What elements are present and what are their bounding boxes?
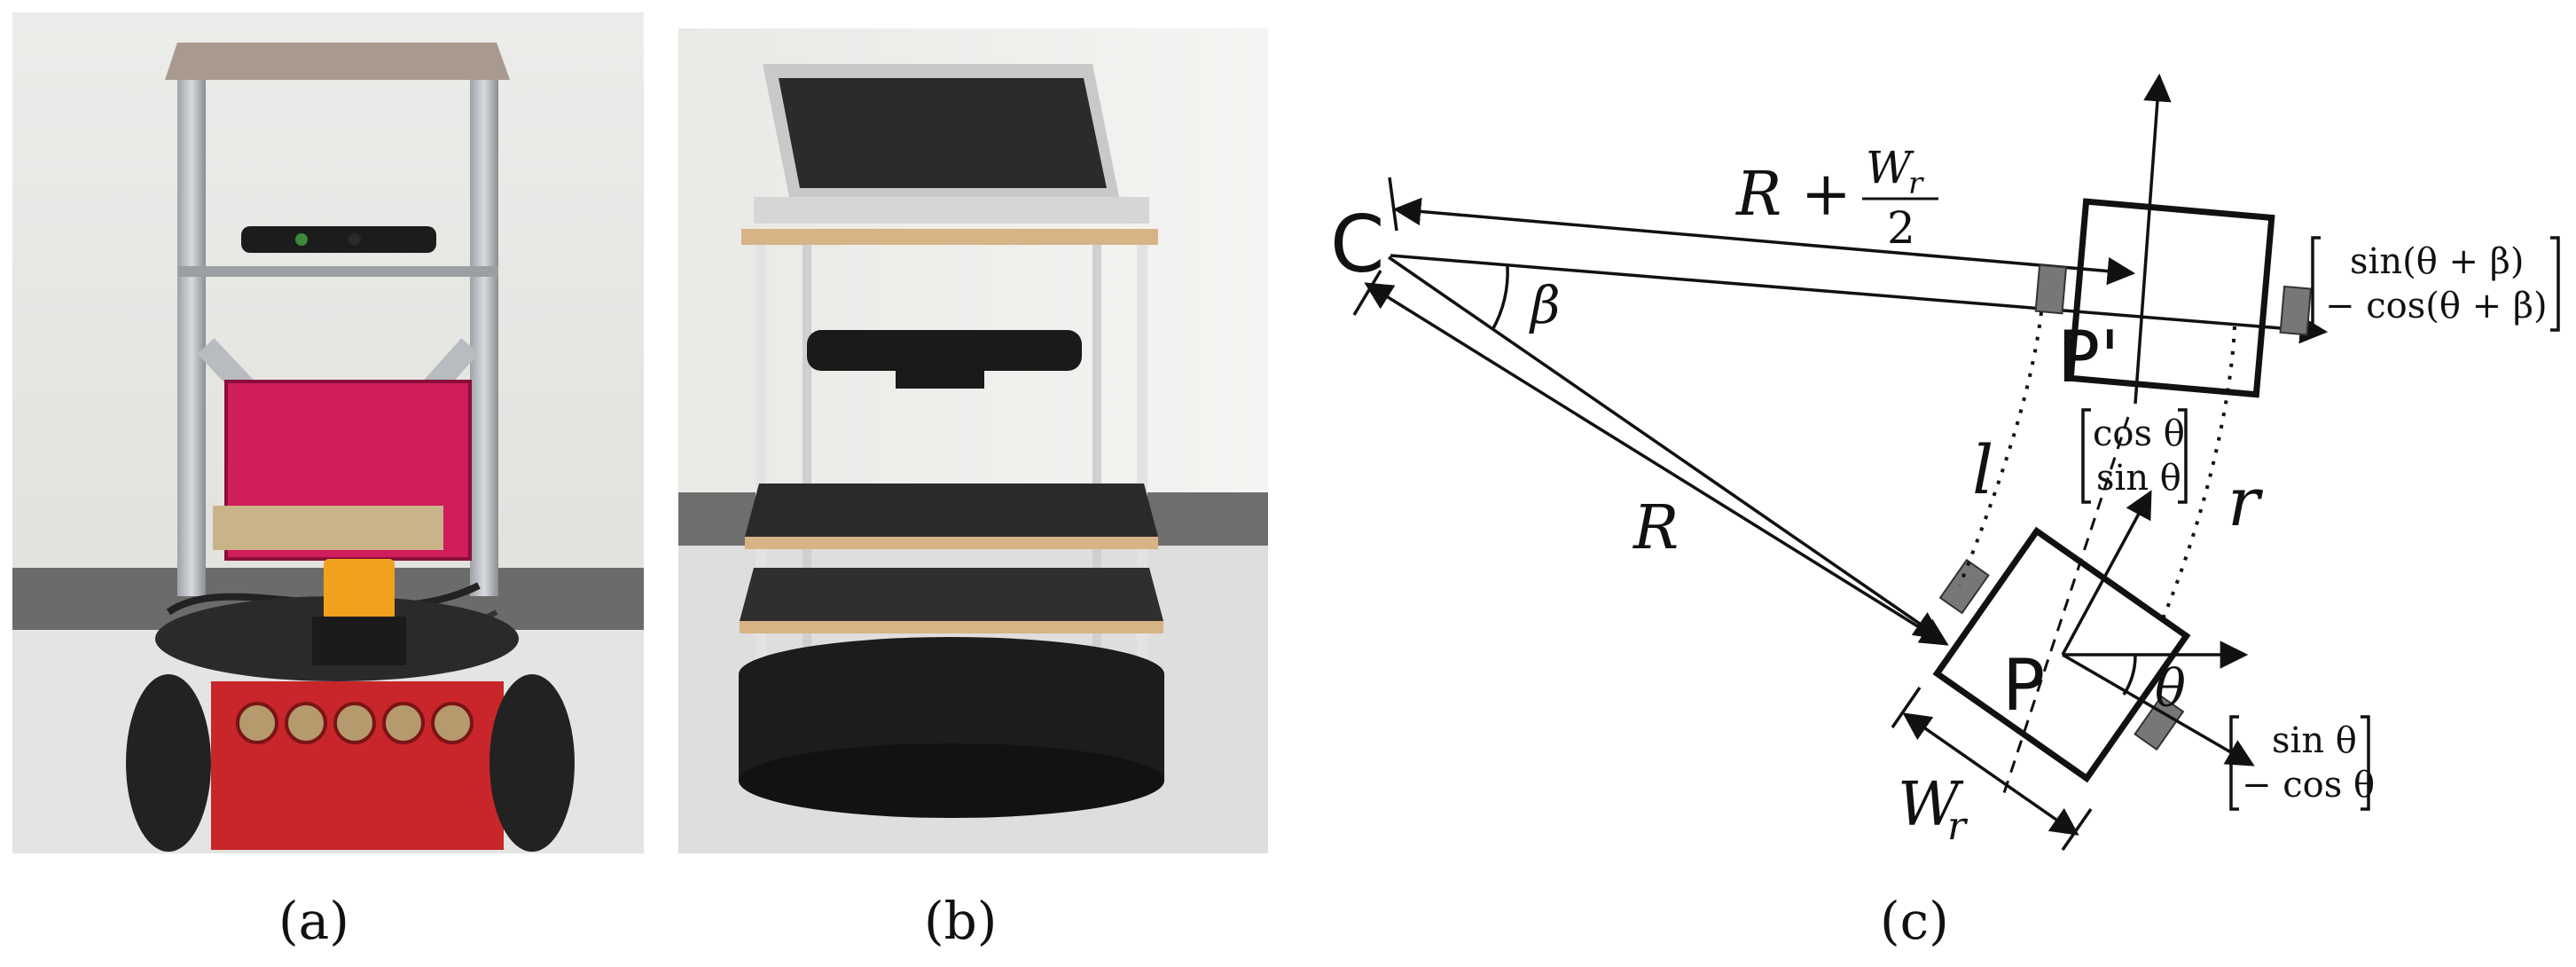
vector-bot-right-row2: − cos θ <box>2242 765 2375 806</box>
label-r: r <box>2228 462 2264 541</box>
heading-P-prime <box>2134 73 2172 405</box>
dim-R-plus-half <box>1392 197 2136 286</box>
label-Wr: W <box>1898 770 1964 840</box>
label-l: l <box>1972 430 1993 509</box>
dim-Wr <box>1902 712 2079 836</box>
perp-P <box>2062 653 2255 767</box>
caption-c: (c) <box>1880 891 1949 951</box>
photo-a <box>12 12 644 853</box>
label-Wr-sub: r <box>1947 804 1969 849</box>
diagram-c <box>1352 73 2560 851</box>
label-R: R <box>1632 493 1679 563</box>
vector-top-right-row2: − cos(θ + β) <box>2325 286 2548 326</box>
caption-a: (a) <box>278 891 349 951</box>
label-R-plus: R + <box>1734 160 1852 230</box>
label-C: C <box>1330 199 1384 290</box>
label-Wr-numerator-sub: r <box>1908 166 1924 201</box>
label-Wr-numerator: W <box>1866 142 1914 193</box>
vector-mid-row2: sin θ <box>2096 458 2181 499</box>
beta-arc <box>1491 265 1509 331</box>
vector-bot-right-row1: sin θ <box>2272 720 2357 761</box>
arc-l <box>1958 311 2043 586</box>
label-P-prime: P' <box>2057 316 2119 398</box>
heading-P <box>2061 490 2152 656</box>
arc-r <box>2160 326 2236 622</box>
centerline-P <box>2001 416 2130 799</box>
label-beta: β <box>1529 275 1561 335</box>
dim-R <box>1364 282 1949 646</box>
theta-arc <box>2122 654 2137 696</box>
robot-P-prime <box>2034 198 2313 398</box>
line-C-to-P <box>1388 256 1943 640</box>
vector-mid-row1: cos θ <box>2093 413 2185 454</box>
label-two: 2 <box>1887 202 1915 254</box>
caption-b: (b) <box>924 891 997 951</box>
label-P: P <box>2002 644 2045 727</box>
vector-top-right-row1: sin(θ + β) <box>2350 241 2524 282</box>
label-theta: θ <box>2155 658 2186 719</box>
photo-b <box>678 28 1268 853</box>
